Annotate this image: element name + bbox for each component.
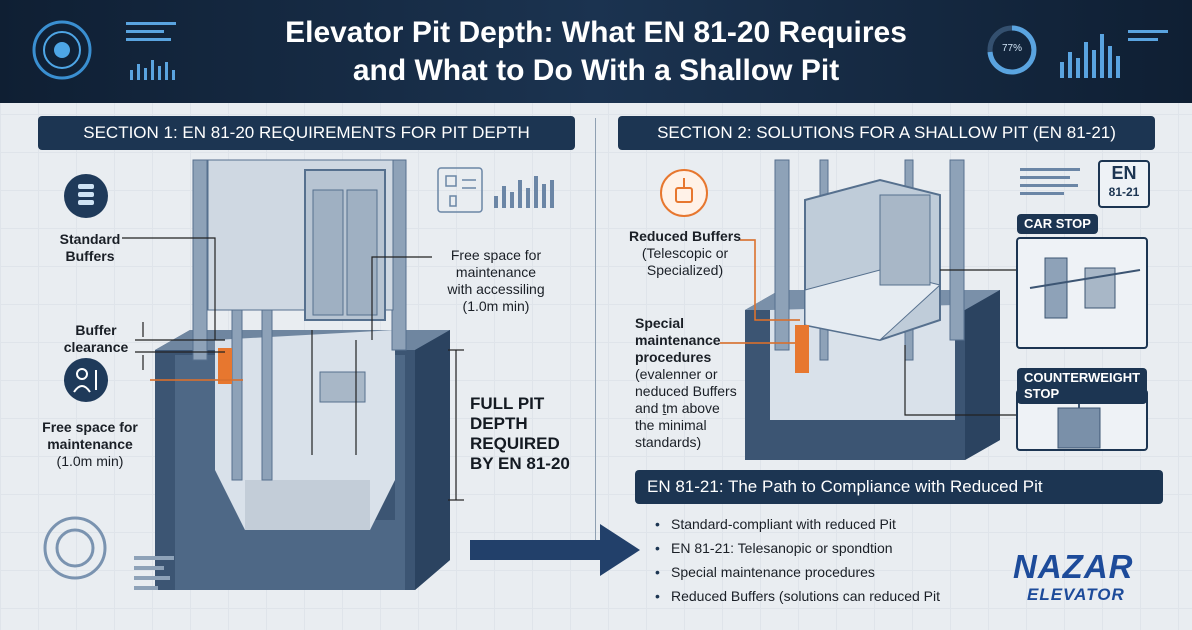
counterweight-stop-detail [1016,389,1148,451]
summary-bullet: Reduced Buffers (solutions can reduced P… [655,584,940,608]
tag-car-stop: CAR STOP [1017,214,1098,234]
summary-bullets: Standard-compliant with reduced Pit EN 8… [655,512,940,608]
gauge-value: 77% [1001,43,1022,54]
en-81-21-badge: EN 81-21 [1098,160,1150,208]
label-standard-buffers: Standard Buffers [59,231,121,264]
header-decoration [32,20,1168,80]
summary-bullet: EN 81-21: Telesanopic or spondtion [655,536,940,560]
list-deco-icon [134,556,174,590]
bar-chart-icon-1 [494,176,554,208]
title-line-2: and What to Do With a Shallow Pit [352,54,840,87]
tag-counterweight-stop: COUNTERWEIGHT STOP [1017,368,1148,404]
transition-arrow [470,524,640,576]
summary-bullet: Special maintenance procedures [655,560,940,584]
elevator-car [804,178,942,342]
header-banner: 77% Elevator Pit Depth: What EN 81-20 Re… [0,0,1192,103]
mini-chart-icon-left [126,22,176,80]
label-free-space-right: Free space for maintenance with accessil… [447,247,545,314]
label-reduced-buffers: Reduced Buffers (Telescopic or Specializ… [628,228,742,278]
reduced-buffer-icon [660,169,708,217]
label-buffer-clearance: Buffer clearance [63,322,129,355]
title-line-1: Elevator Pit Depth: What EN 81-20 Requir… [285,16,907,49]
section1-heading: SECTION 1: EN 81-20 REQUIREMENTS FOR PIT… [38,116,575,150]
summary-heading: EN 81-21: The Path to Compliance with Re… [635,470,1163,504]
section2-heading: SECTION 2: SOLUTIONS FOR A SHALLOW PIT (… [618,116,1155,150]
logo-wordmark: NAZAR [1013,548,1134,585]
document-list-icon [1020,168,1080,195]
mini-chart-icon-right [1060,30,1168,78]
summary-bullet: Standard-compliant with reduced Pit [655,512,940,536]
gauge-icon [987,25,1037,75]
buffer-stack-icon [64,174,108,218]
control-panel-icon [437,167,483,213]
car-stop-detail [1016,237,1148,349]
label-special-maintenance: Special maintenance procedures (evalenne… [635,315,737,450]
standard-buffer [218,348,232,384]
reduced-buffer [795,325,809,373]
radar-icon [32,20,92,80]
logo-subtitle: ELEVATOR [1027,585,1125,604]
label-full-pit-depth: FULL PIT DEPTH REQUIRED BY EN 81-20 [470,394,570,473]
gauge-deco-icon [43,516,107,580]
section-divider [595,118,596,558]
maintenance-person-icon [64,358,108,402]
label-free-space-left: Free space for maintenance (1.0m min) [42,419,138,469]
page-title: Elevator Pit Depth: What EN 81-20 Requir… [200,14,992,90]
